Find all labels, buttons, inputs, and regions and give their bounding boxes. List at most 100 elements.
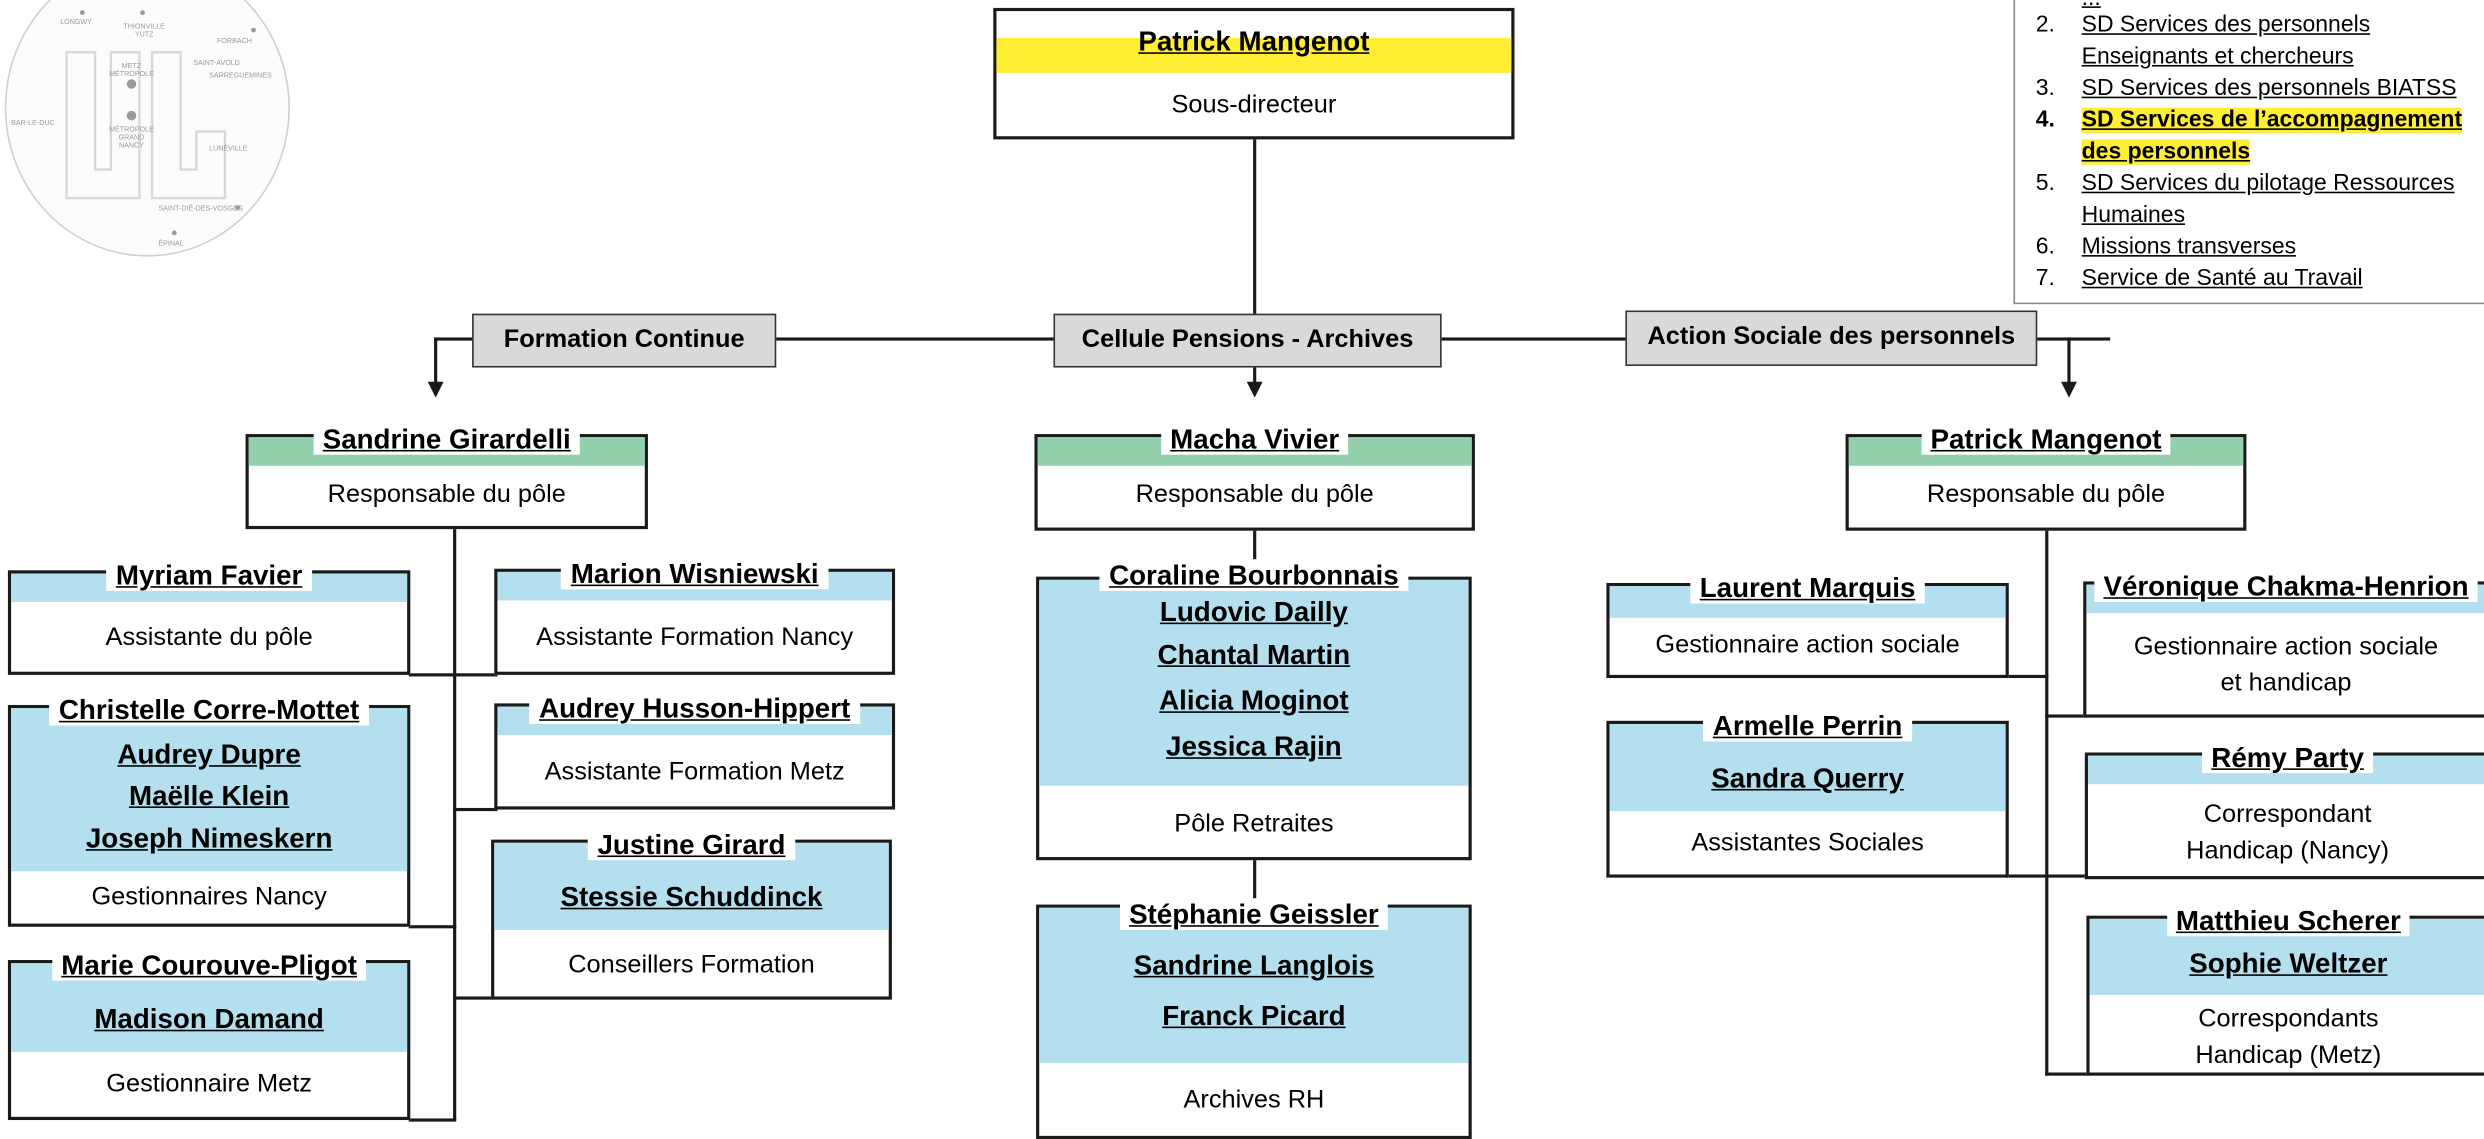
person-role: Conseillers Formation: [568, 952, 815, 980]
person-role: Responsable du pôle: [1135, 481, 1374, 509]
logo-place-label: THIONVILLE YUTZ: [123, 22, 165, 39]
university-logo: LONGWY THIONVILLE YUTZ FORBACH METZ MÉTR…: [4, 0, 290, 257]
person-name: Matthieu Scherer: [2090, 904, 2484, 938]
formation-nancy-card: Christelle Corre-Mottet Audrey Dupre Maë…: [7, 693, 411, 927]
person-role: Gestionnaire action sociale: [1655, 632, 1960, 660]
formation-metz-card: Marie Courouve-Pligot Madison Damand Ges…: [7, 948, 411, 1121]
section-social: Action Sociale des personnels: [1625, 310, 2038, 366]
person-name: Joseph Nimeskern: [85, 822, 333, 854]
person-name: Sandra Querry: [1711, 762, 1904, 794]
connector-line: [2005, 674, 2049, 679]
legend-panel: ... 2.SD Services des personnels Enseign…: [2013, 0, 2484, 305]
person-role: Pôle Retraites: [1174, 811, 1334, 839]
team-band: [11, 708, 408, 872]
formation-conseillers-card: Justine Girard Stessie Schuddinck Consei…: [491, 828, 892, 1000]
person-name: Sandrine Langlois: [1133, 948, 1375, 981]
arrow-down-icon: [1246, 381, 1263, 398]
logo-place-label: ÉPINAL: [158, 239, 184, 248]
person-name: Rémy Party: [2088, 741, 2484, 774]
person-name: Jessica Rajin: [1166, 730, 1342, 763]
person-name: Madison Damand: [94, 1002, 324, 1035]
social-gestion-card: Laurent Marquis Gestionnaire action soci…: [1606, 571, 2009, 679]
person-name: Myriam Favier: [11, 559, 407, 592]
connector-line: [453, 527, 457, 1121]
team-band: [1039, 907, 1469, 1063]
person-role: Gestionnaires Nancy: [91, 883, 327, 911]
connector-line: [1253, 858, 1257, 908]
person-name: Stessie Schuddinck: [560, 880, 823, 913]
person-name: Véronique Chakma-Henrion: [2086, 570, 2484, 603]
formation-asst-metz-card: Audrey Husson-Hippert Assistante Formati…: [494, 692, 896, 810]
person-name: Audrey Husson-Hippert: [497, 692, 891, 725]
person-name: Sandrine Girardelli: [249, 422, 645, 456]
social-head-card: Patrick Mangenot Responsable du pôle: [1845, 422, 2247, 531]
formation-head-card: Sandrine Girardelli Responsable du pôle: [245, 422, 648, 530]
logo-map-icon: [65, 10, 256, 236]
connector-line: [2045, 529, 2049, 1076]
social-assistantes-card: Armelle Perrin Sandra Querry Assistantes…: [1606, 709, 2009, 878]
person-role: Correspondants Handicap (Metz): [2195, 1005, 2382, 1070]
person-name: Macha Vivier: [1038, 422, 1472, 456]
logo-place-label: FORBACH: [217, 36, 252, 45]
person-name: Stéphanie Geissler: [1039, 898, 1468, 931]
person-name: Marie Courouve-Pligot: [11, 948, 407, 982]
person-role: Sous-directeur: [1171, 91, 1337, 119]
person-role: Correspondant Handicap (Nancy): [2186, 801, 2390, 865]
arrow-down-icon: [427, 381, 444, 398]
person-name: Sophie Weltzer: [2189, 947, 2388, 980]
person-role: Assistante Formation Metz: [544, 758, 845, 786]
person-role: Assistante Formation Nancy: [536, 624, 854, 652]
social-corr-nancy-card: Rémy Party Correspondant Handicap (Nancy…: [2084, 741, 2484, 880]
connector-line: [2005, 874, 2087, 878]
person-role: Assistante du pôle: [105, 624, 313, 652]
section-pensions: Cellule Pensions - Archives: [1053, 313, 1442, 368]
person-name: Armelle Perrin: [1610, 709, 2006, 743]
formation-assistante-card: Myriam Favier Assistante du pôle: [7, 559, 411, 675]
connector-line: [2045, 714, 2087, 718]
pensions-retraites-card: Coraline Bourbonnais Ludovic Dailly Chan…: [1036, 559, 1472, 861]
connector-line: [453, 996, 495, 1000]
social-handicap-card: Véronique Chakma-Henrion Gestionnaire ac…: [2083, 570, 2484, 718]
connector-line: [434, 337, 438, 385]
connector-line: [408, 925, 457, 929]
pensions-archives-card: Stéphanie Geissler Sandrine Langlois Fra…: [1036, 898, 1472, 1139]
social-corr-metz-card: Matthieu Scherer Sophie Weltzer Correspo…: [2086, 904, 2484, 1076]
highlight-band: [996, 38, 1512, 73]
person-role: Assistantes Sociales: [1691, 830, 1924, 858]
person-name: Alicia Moginot: [1159, 684, 1349, 717]
connector-line: [453, 807, 498, 812]
person-name: Justine Girard: [494, 828, 888, 862]
pensions-head-card: Macha Vivier Responsable du pôle: [1034, 422, 1475, 531]
person-name: Patrick Mangenot: [1138, 25, 1370, 58]
arrow-down-icon: [2061, 381, 2077, 398]
logo-place-label: MÉTROPOLE GRAND NANCY: [109, 125, 154, 149]
team-band: [1039, 579, 1469, 786]
person-name: Ludovic Dailly: [1159, 595, 1348, 628]
person-role: Archives RH: [1183, 1086, 1325, 1114]
formation-asst-nancy-card: Marion Wisniewski Assistante Formation N…: [494, 557, 896, 675]
connector-line: [2067, 337, 2071, 385]
person-name: Franck Picard: [1162, 999, 1346, 1032]
section-formation: Formation Continue: [472, 313, 777, 368]
connector-line: [1253, 529, 1257, 580]
person-role: Responsable du pôle: [327, 481, 566, 509]
director-card: Patrick Mangenot Sous-directeur: [993, 7, 1515, 140]
person-name: Maëlle Klein: [128, 779, 290, 812]
person-name: Christelle Corre-Mottet: [11, 693, 407, 727]
connector-line: [408, 673, 498, 677]
person-name: Coraline Bourbonnais: [1039, 559, 1468, 592]
person-name: Patrick Mangenot: [1849, 422, 2243, 456]
connector-line: [2045, 1072, 2090, 1076]
logo-place-label: LONGWY: [60, 17, 92, 26]
person-name: Chantal Martin: [1157, 638, 1351, 671]
person-name: Marion Wisniewski: [497, 557, 891, 591]
person-role: Gestionnaire action sociale et handicap: [2133, 633, 2439, 698]
logo-place-label: SAINT-AVOLD: [193, 58, 240, 67]
person-name: Laurent Marquis: [1610, 571, 2006, 605]
connector-line: [1253, 139, 1257, 338]
logo-place-label: LUNÉVILLE: [209, 144, 248, 153]
person-role: Responsable du pôle: [1926, 481, 2166, 509]
person-name: Audrey Dupre: [117, 738, 301, 770]
logo-place-label: SAINT-DIÉ-DES-VOSGES: [158, 204, 243, 213]
